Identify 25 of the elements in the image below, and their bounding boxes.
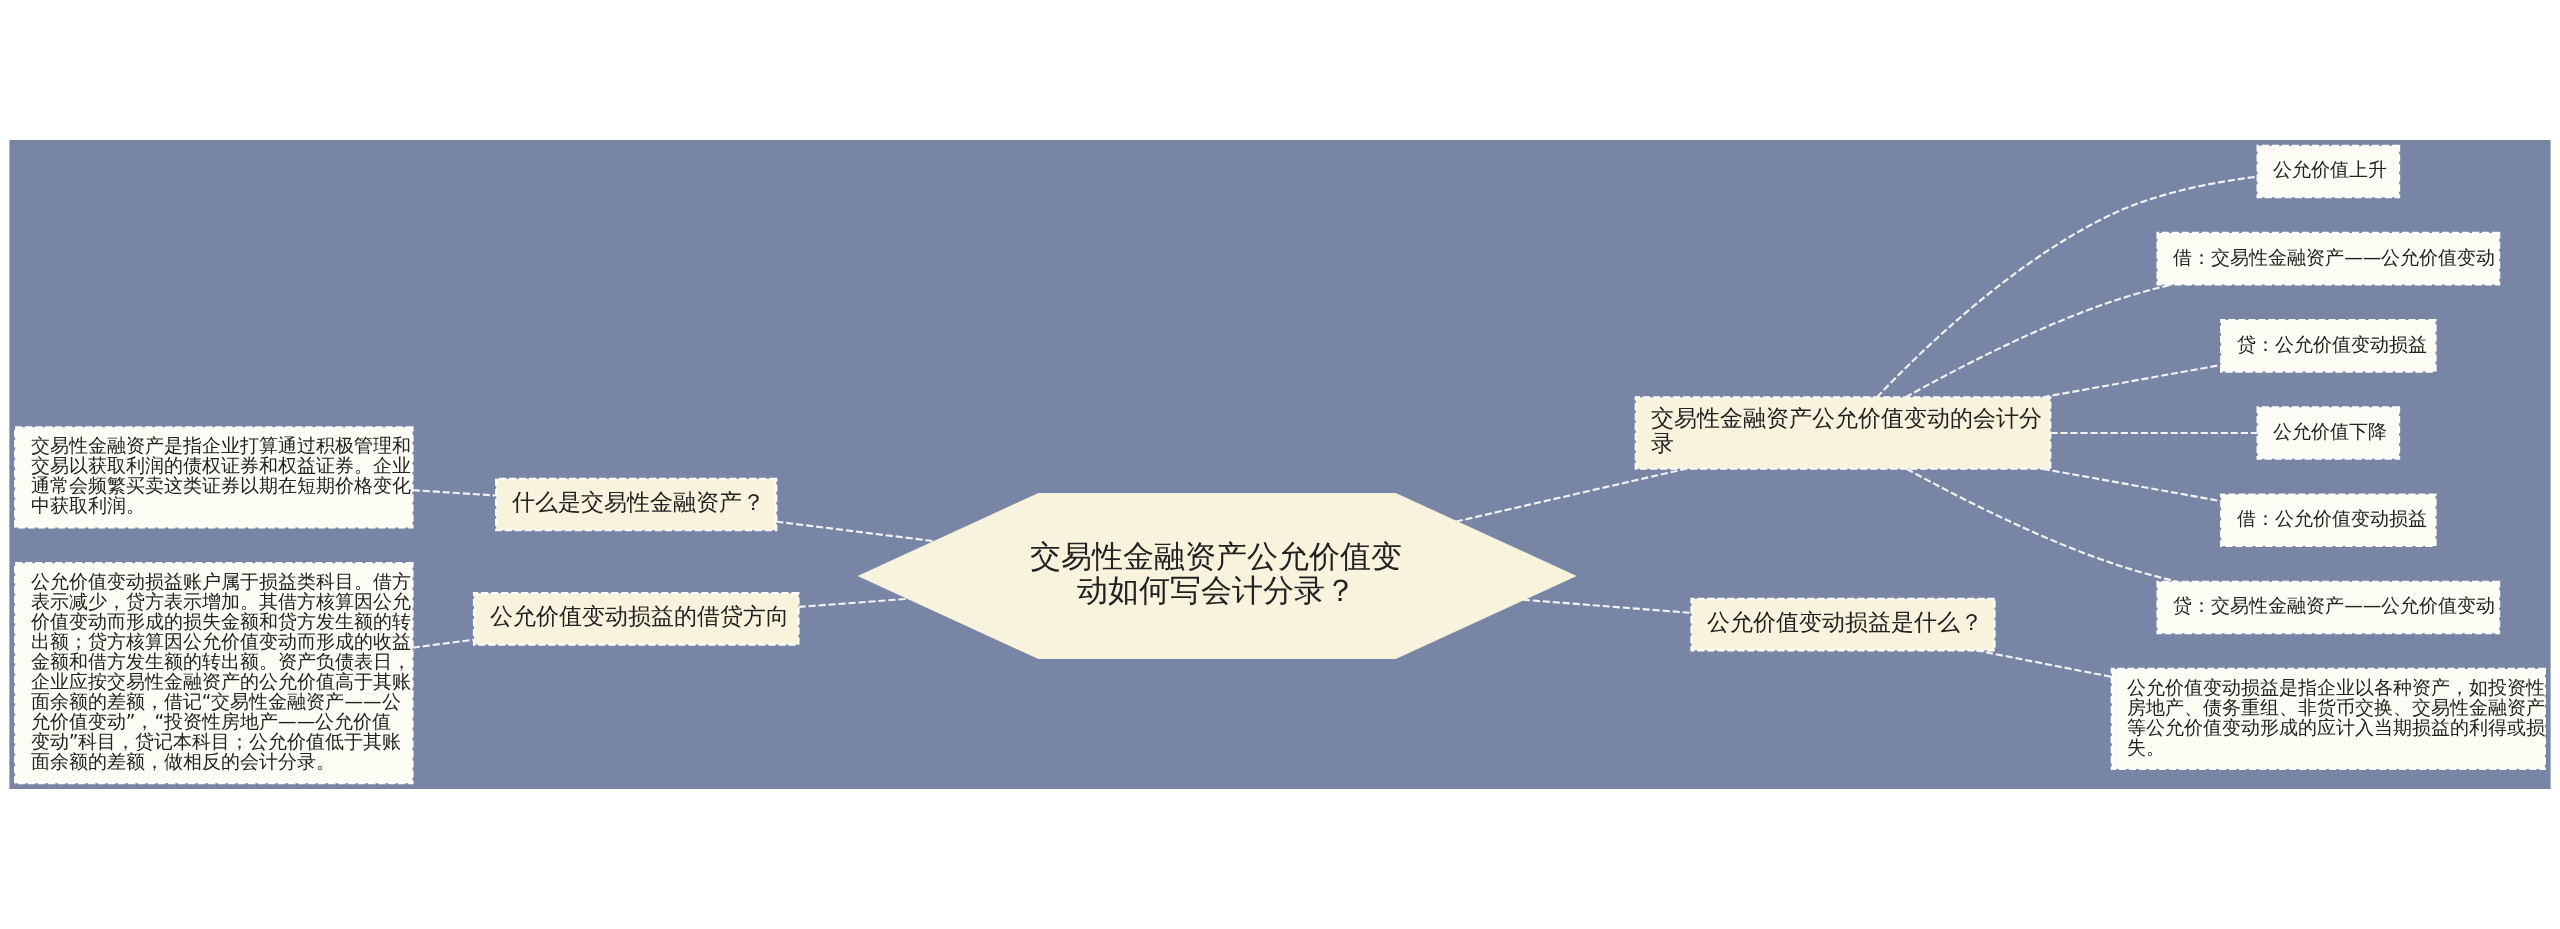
connector xyxy=(412,489,496,497)
node-box: 交易性金融资产是指企业打算通过积极管理和交易以获取利润的债权证券和权益证券。企业通常会频繁买卖这类证券以期在短期价格变化中获取利润。 xyxy=(14,426,414,529)
connector xyxy=(1876,175,2258,398)
node-box: 贷：公允价值变动损益 xyxy=(2220,319,2437,373)
node-box: 公允价值变动损益是什么？ xyxy=(1690,597,1996,652)
node-box: 公允价值上升 xyxy=(2256,144,2401,199)
node-box: 借：交易性金融资产——公允价值变动 xyxy=(2156,231,2501,286)
connector xyxy=(1906,468,2178,583)
connector xyxy=(412,638,474,649)
connector xyxy=(776,520,936,543)
connector xyxy=(1522,598,1692,614)
connector xyxy=(798,597,910,608)
connector xyxy=(1976,649,2112,678)
node-box: 什么是交易性金融资产？ xyxy=(495,477,778,532)
node-box: 借：公允价值变动损益 xyxy=(2220,493,2437,548)
node-box: 公允价值下降 xyxy=(2256,406,2401,460)
connector xyxy=(2042,363,2222,399)
node-box: 公允价值变动损益的借贷方向 xyxy=(472,592,800,646)
connector xyxy=(1455,467,1686,523)
connector xyxy=(2050,432,2258,435)
connector xyxy=(2042,467,2222,503)
node-box: 交易性金融资产公允价值变动的会计分录 xyxy=(1634,396,2052,470)
node-box: 贷：交易性金融资产——公允价值变动 xyxy=(2156,580,2501,635)
node-box: 公允价值变动损益是指企业以各种资产，如投资性房地产、债务重组、非货币交换、交易性金融资产等公允价值变动形成的应计入当期损益的利得或损失。 xyxy=(2110,667,2546,771)
node-box: 公允价值变动损益账户属于损益类科目。借方表示减少，贷方表示增加。其借方核算因公允价值变动而形成的损失金额和贷方发生额的转出额；贷方核算因公允价值变动而形成的收益金额和借方发生额的转出额。资产负债表日，企业应按交易性金融资产的公允价值高于其账面余额的差额，借记“交易性金融资产——公允价值变动”，“投资性房地产——公允价值变动”科目，贷记本科目；公允价值低于其账面余额的差额，做相反的会计分录。 xyxy=(14,562,414,785)
